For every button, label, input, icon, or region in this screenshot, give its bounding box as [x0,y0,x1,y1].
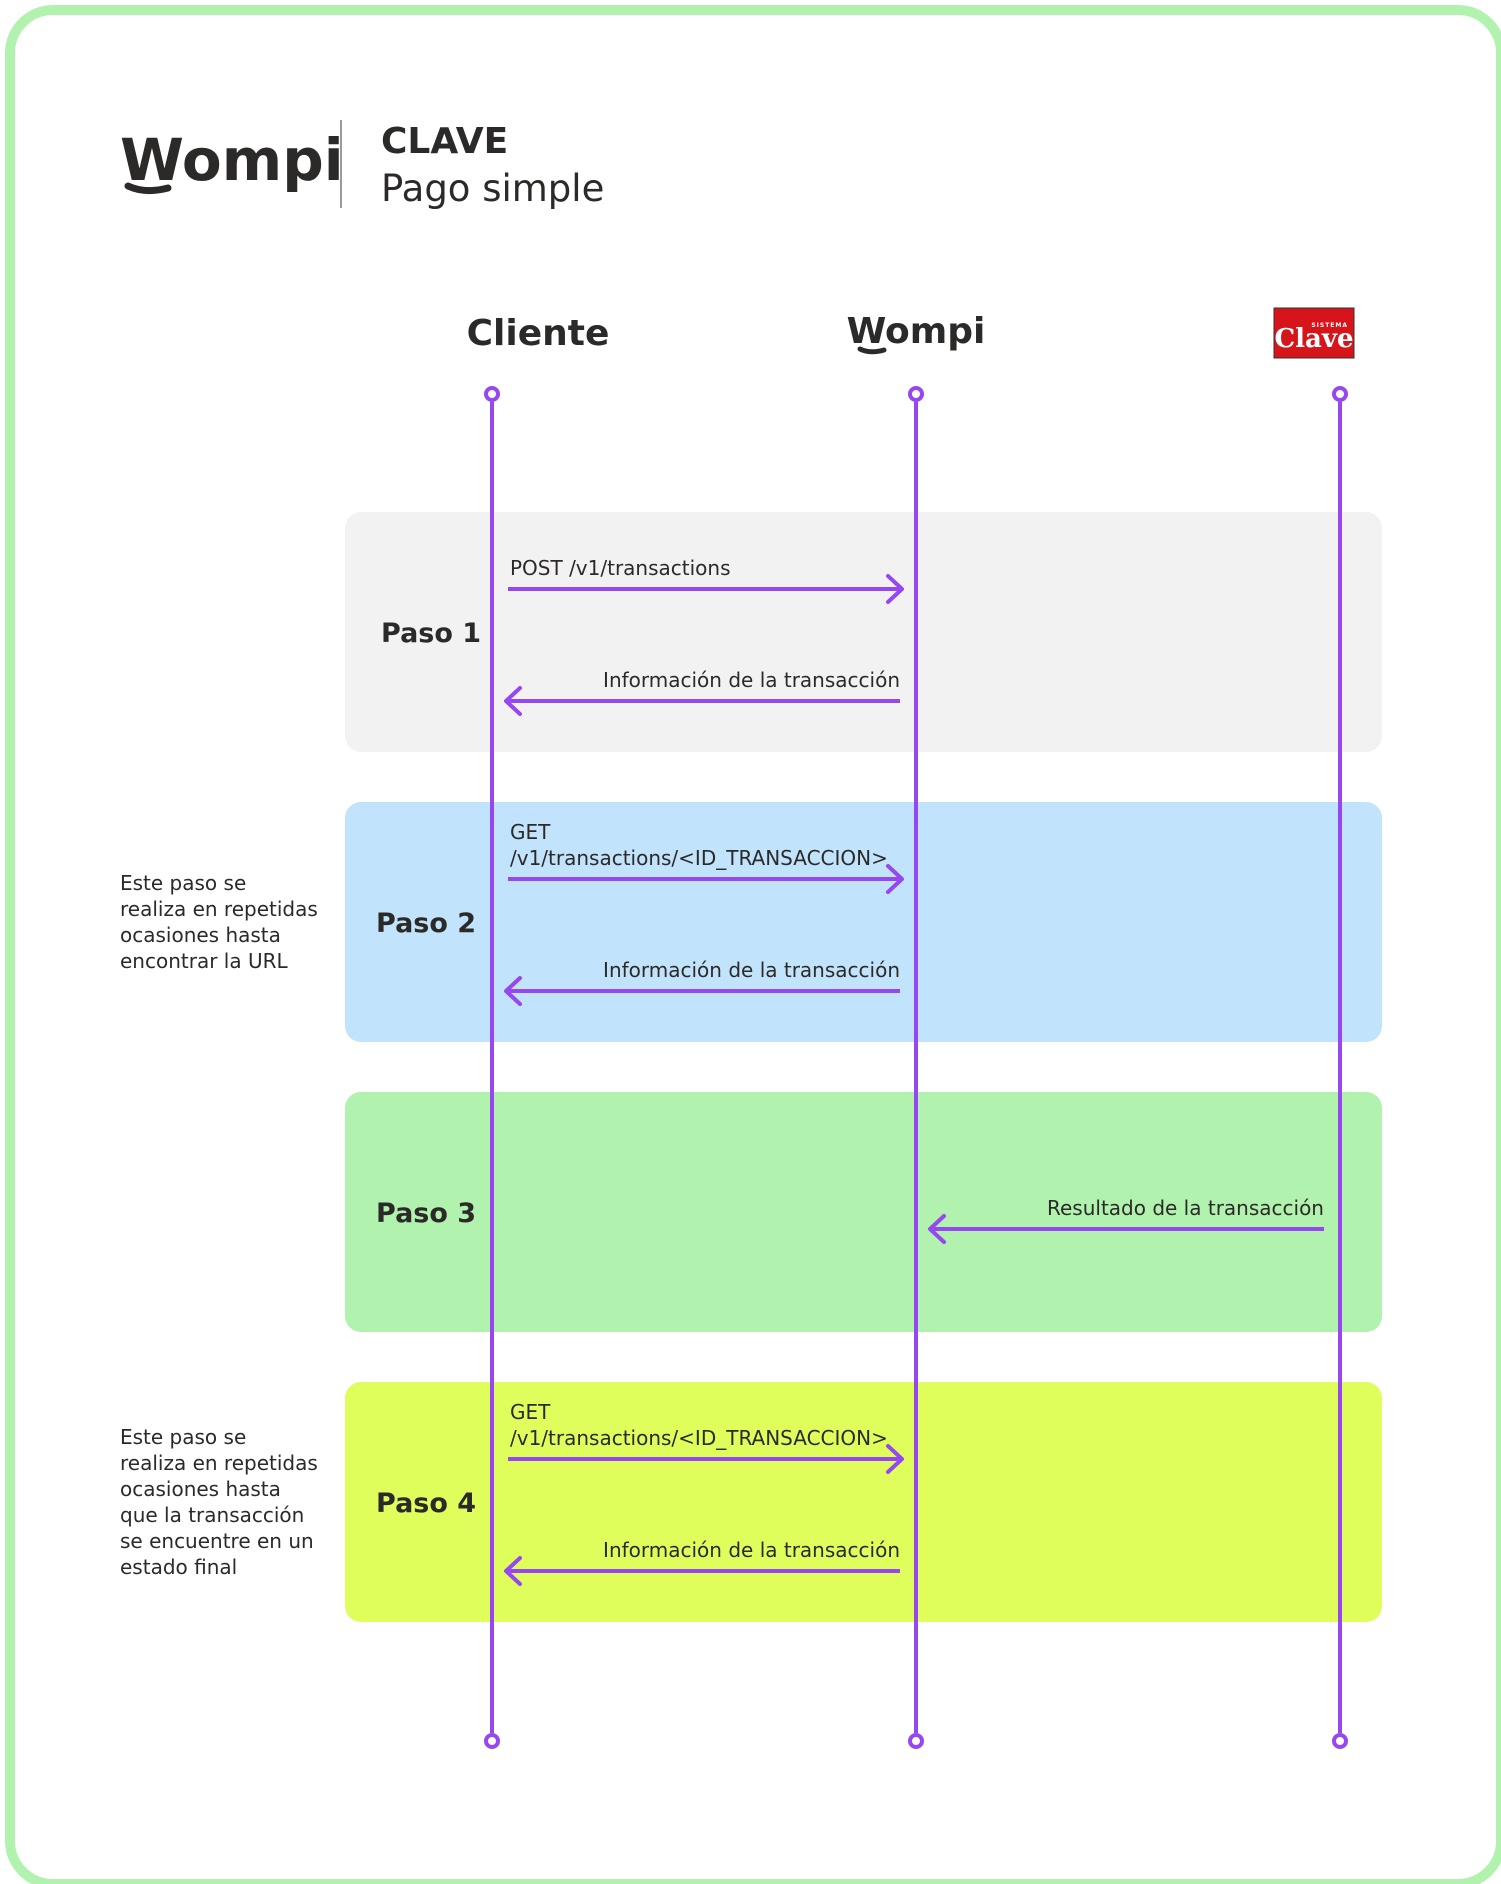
arrow-head-icon [886,574,904,604]
step-note-line: realiza en repetidas [120,897,318,921]
step-note-line: Este paso se [120,1425,246,1449]
message-label: POST /v1/transactions [510,556,731,580]
lifeline-start-dot [484,386,500,402]
message-label: /v1/transactions/<ID_TRANSACCION> [510,1426,888,1450]
lifeline-start-dot [908,386,924,402]
step-box-3 [345,1092,1382,1332]
step-note-line: realiza en repetidas [120,1451,318,1475]
step-note-line: que la transacción [120,1503,304,1527]
step-label-1: Paso 1 [381,618,481,649]
message-label: Información de la transacción [603,1538,900,1562]
arrow-head-icon [928,1214,946,1244]
page-title: CLAVE [381,121,508,162]
message-arrow-4-1: GET/v1/transactions/<ID_TRANSACCION> [508,1400,904,1474]
arrow-head-icon [504,686,522,716]
clave-logo-text: Clave [1274,324,1353,354]
lifelines-layer [484,386,1348,1749]
brand-logo: Wompi [120,126,344,195]
arrow-head-icon [504,976,522,1006]
step-box-4 [345,1382,1382,1622]
brand-logo-underline [124,182,172,195]
page-subtitle: Pago simple [381,167,604,210]
step-label-2: Paso 2 [376,908,476,939]
arrow-head-icon [504,1556,522,1586]
message-arrow-2-2: Información de la transacción [504,958,900,1006]
step-box-1 [345,512,1382,752]
message-arrow-1-2: Información de la transacción [504,668,900,716]
header: Wompi CLAVE Pago simple [120,120,604,210]
page-frame [5,5,1501,1884]
arrow-head-icon [886,864,904,894]
step-note-line: ocasiones hasta [120,1477,281,1501]
step-label-3: Paso 3 [376,1198,476,1229]
lifeline-end-dot [1332,1733,1348,1749]
step-note-line: encontrar la URL [120,949,288,973]
message-label: Información de la transacción [603,958,900,982]
clave-logo-icon [1273,307,1355,359]
step-box-2 [345,802,1382,1042]
clave-logo-small-text: SISTEMA [1311,322,1348,329]
message-arrow-4-2: Información de la transacción [504,1538,900,1586]
brand-logo-text: Wompi [120,126,344,194]
step-note-line: se encuentre en un [120,1529,314,1553]
step-note-line: Este paso se [120,871,246,895]
message-label: Información de la transacción [603,668,900,692]
actor-wompi-logo: Wompi [847,311,986,352]
message-label: GET [510,1400,551,1424]
actor-2: Wompi [847,311,986,355]
step-label-4: Paso 4 [376,1488,476,1519]
step-note-line: estado final [120,1555,237,1579]
message-label: /v1/transactions/<ID_TRANSACCION> [510,846,888,870]
message-arrow-3-1: Resultado de la transacción [928,1196,1324,1244]
message-label: Resultado de la transacción [1047,1196,1324,1220]
actor-1: Cliente [467,313,610,354]
lifeline-start-dot [1332,386,1348,402]
step-note-line: ocasiones hasta [120,923,281,947]
lifeline-end-dot [908,1733,924,1749]
lifeline-end-dot [484,1733,500,1749]
message-arrow-1-1: POST /v1/transactions [508,556,904,604]
arrow-head-icon [886,1444,904,1474]
message-arrow-2-1: GET/v1/transactions/<ID_TRANSACCION> [508,820,904,894]
actor-label: Cliente [467,313,610,354]
message-label: GET [510,820,551,844]
wompi-underline-icon [857,346,887,355]
